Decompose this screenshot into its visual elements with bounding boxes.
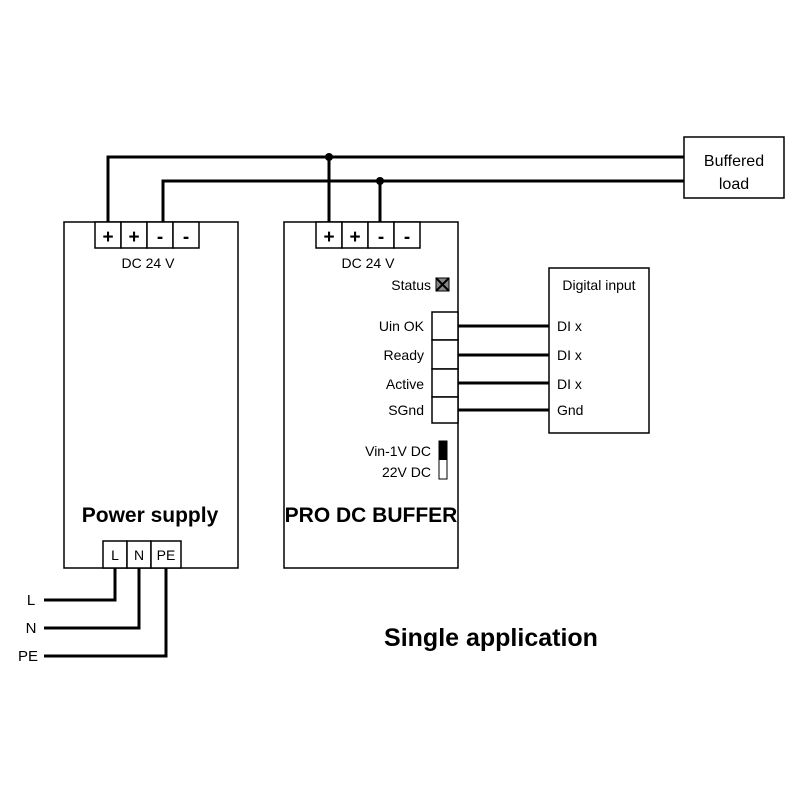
ps-terminal-4: - [183,227,189,248]
signal-label-sgnd: SGnd [388,402,424,418]
digital-input-title: Digital input [562,277,635,293]
voltage-selector-switch [438,440,448,480]
buffer-terminal-3: - [378,227,384,248]
wire-mains-N [44,568,141,630]
mains-label-PE: PE [18,648,38,665]
junction-dot-positive [325,153,333,161]
digital-input-2: DI x [557,347,582,363]
ps-terminal-1: + [102,227,113,248]
dc-buffer-module: + + - - DC 24 V Status Uin OK Ready Acti… [283,221,459,569]
mains-label-L: L [27,592,35,609]
ps-bottom-terminal-block: L N PE [102,540,182,569]
wire-negative-load [161,179,684,232]
buffer-terminal-2: + [349,227,360,248]
wire-mains-PE [44,568,168,658]
buffer-title: PRO DC BUFFER [285,504,458,527]
buffer-terminal-1: + [323,227,334,248]
signal-label-ready: Ready [384,347,424,363]
wire-positive-load [106,155,684,232]
switch-label-vin: Vin-1V DC [365,443,431,459]
ps-terminal-3: - [157,227,163,248]
power-supply-module: + + - - DC 24 V Power supply L N PE [63,221,239,569]
ps-top-terminal-block: + + - - [94,221,200,249]
status-led-icon [435,277,450,292]
digital-input-3: DI x [557,376,582,392]
ps-terminal-2: + [128,227,139,248]
ps-title: Power supply [82,504,219,527]
buffer-terminal-4: - [404,227,410,248]
signal-label-active: Active [386,376,424,392]
wire-mains-L [44,568,117,602]
signal-terminal-block [431,311,459,424]
ps-terminal-N: N [134,547,144,563]
switch-label-22v: 22V DC [382,464,431,480]
signal-label-uin-ok: Uin OK [379,318,425,334]
digital-input-1: DI x [557,318,582,334]
buffered-load-line1: Buffered [704,153,764,170]
digital-input-box: Digital input DI x DI x DI x Gnd [548,267,650,434]
digital-input-gnd: Gnd [557,402,583,418]
ps-dc-label: DC 24 V [122,255,176,271]
ps-terminal-PE: PE [157,547,176,563]
buffered-load-box: Buffered load [683,136,785,199]
junction-dot-negative [376,177,384,185]
status-label: Status [391,277,431,293]
ps-terminal-L: L [111,547,119,563]
mains-label-N: N [26,620,37,637]
diagram-caption: Single application [384,624,598,652]
buffered-load-line2: load [719,176,749,193]
buffer-top-terminal-block: + + - - [315,221,421,249]
buffer-dc-label: DC 24 V [342,255,396,271]
